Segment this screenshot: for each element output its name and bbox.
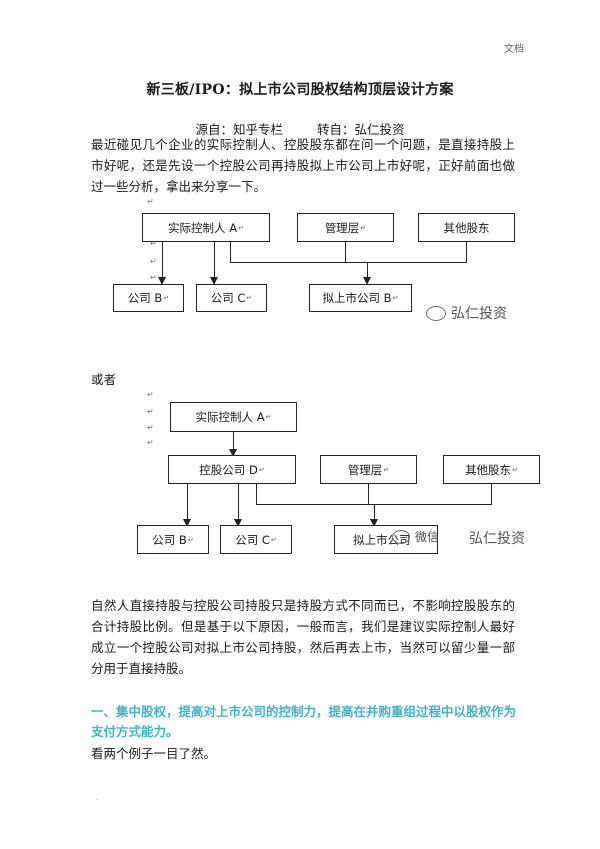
connector-line xyxy=(233,432,235,450)
source-line: 源自：知乎专栏 转自：弘仁投资 xyxy=(0,119,600,138)
watermark-text: 弘仁投资 xyxy=(469,531,525,547)
page-header-label: 文档 xyxy=(504,44,524,55)
arrow-head xyxy=(210,277,218,285)
arrow-head xyxy=(363,277,371,285)
connector-line xyxy=(162,242,164,278)
section-heading: 一、集中股权，提高对上市公司的控制力，提高在并购重组过程中以股权作为支付方式能力… xyxy=(91,704,517,739)
controller-label: 实际控制人 A xyxy=(168,220,238,235)
paragraph-mark: ↵ xyxy=(150,273,157,282)
paragraph-mark: ↵ xyxy=(147,423,154,432)
arrow-head xyxy=(234,519,242,527)
box-mark: ↵ xyxy=(360,223,367,232)
paragraph-mark: ↵ xyxy=(147,197,154,206)
management-label: 管理层 xyxy=(324,220,360,235)
holding-company-label: 控股公司 D xyxy=(199,462,258,477)
box-mark: ↵ xyxy=(270,535,277,544)
connector-line xyxy=(187,484,189,520)
box-mark: ↵ xyxy=(265,413,272,421)
box-mark: ↵ xyxy=(392,294,399,302)
company-b-label: 公司 B xyxy=(127,291,163,305)
box-mark: ↵ xyxy=(258,465,265,474)
box-mark: ↵ xyxy=(383,465,390,474)
box-mark: ↵ xyxy=(238,223,244,232)
document-title: 新三板/IPO：拟上市公司股权结构顶层设计方案 xyxy=(146,82,454,98)
arrow-head xyxy=(370,519,378,527)
footer-mark: . xyxy=(96,793,99,802)
connector-line xyxy=(230,242,232,263)
arrow-head xyxy=(158,277,166,285)
company-c-box: 公司 C↵ xyxy=(220,525,292,554)
company-b-label: 公司 B xyxy=(152,532,187,547)
connector-line xyxy=(367,262,369,278)
paragraph-mark: ↵ xyxy=(147,438,154,447)
management-box: 管理层↵ xyxy=(297,213,394,242)
company-b-box: 公司 B↵ xyxy=(137,525,209,554)
listed-company-box: 拟上市公司 B↵ xyxy=(309,284,412,312)
watermark-wechat: 微信 xyxy=(392,528,439,545)
holding-company-box: 控股公司 D↵ xyxy=(168,455,296,484)
listed-company-label: 拟上市公司 B xyxy=(322,291,392,305)
wechat-icon xyxy=(426,305,446,321)
controller-label: 实际控制人 A xyxy=(195,410,265,424)
intro-paragraph: 最近碰见几个企业的实际控制人、控股股东都在问一个问题，是直接持股上市好呢，还是先… xyxy=(91,137,515,194)
box-mark: ↵ xyxy=(246,294,253,302)
company-b-box: 公司 B↵ xyxy=(113,284,184,312)
arrow-head xyxy=(183,519,191,527)
arrow-head xyxy=(229,449,237,457)
watermark: 弘仁投资 xyxy=(426,303,507,323)
body-paragraph: 自然人直接持股与控股公司持股只是持股方式不同而已，不影响控股股东的合计持股比例。… xyxy=(91,598,515,676)
or-text: 或者 xyxy=(91,372,117,387)
connector-line xyxy=(368,484,370,505)
paragraph-mark: ↵ xyxy=(150,257,157,266)
paragraph-mark: ↵ xyxy=(150,239,157,248)
paragraph-mark: ↵ xyxy=(147,407,154,416)
box-mark: ↵ xyxy=(512,465,518,474)
other-shareholders-box: 其他股东↵ xyxy=(443,455,540,484)
wechat-icon xyxy=(392,529,410,544)
company-c-box: 公司 C↵ xyxy=(196,284,267,312)
source-from: 源自：知乎专栏 xyxy=(195,122,283,137)
connector-line xyxy=(466,242,468,263)
company-c-label: 公司 C xyxy=(235,532,270,547)
box-mark: ↵ xyxy=(163,294,170,302)
connector-line xyxy=(374,504,376,520)
connector-line xyxy=(256,484,258,505)
connector-line xyxy=(238,484,240,520)
box-mark: ↵ xyxy=(187,535,194,544)
other-shareholders-label: 其他股东 xyxy=(465,462,512,477)
source-repost: 转自：弘仁投资 xyxy=(317,122,405,137)
connector-line xyxy=(345,242,347,263)
controller-box: 实际控制人 A↵ xyxy=(142,213,270,242)
watermark-wechat-text: 微信 xyxy=(415,530,440,544)
company-c-label: 公司 C xyxy=(210,291,246,305)
paragraph-mark: ↵ xyxy=(147,390,154,399)
other-shareholders-label: 其他股东 xyxy=(443,220,490,235)
connector-line xyxy=(214,242,216,278)
watermark: 弘仁投资 xyxy=(469,528,525,548)
other-shareholders-box: 其他股东 xyxy=(418,213,515,242)
watermark-text: 弘仁投资 xyxy=(451,306,507,322)
example-intro: 看两个例子一目了然。 xyxy=(91,746,217,761)
connector-line xyxy=(230,262,467,264)
management-box: 管理层↵ xyxy=(320,455,417,484)
management-label: 管理层 xyxy=(347,462,383,477)
connector-line xyxy=(491,484,493,505)
controller-box: 实际控制人 A↵ xyxy=(170,402,297,432)
